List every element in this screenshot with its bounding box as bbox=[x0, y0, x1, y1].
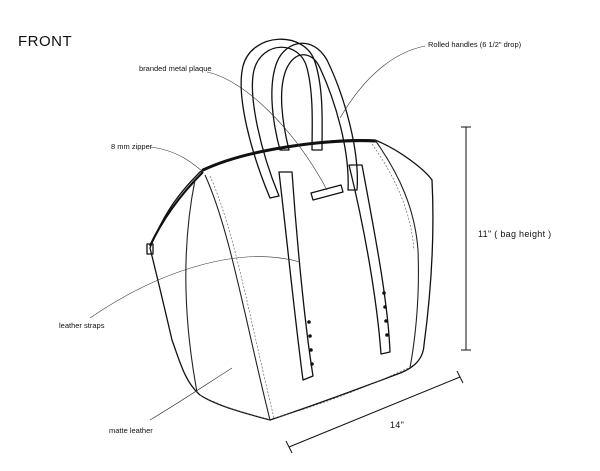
zipper-side bbox=[149, 171, 204, 247]
right-strap bbox=[348, 164, 391, 355]
bottom-seam bbox=[199, 394, 271, 421]
left-strap bbox=[278, 171, 314, 381]
height-dimension: 11" ( bag height ) bbox=[461, 126, 551, 351]
left-side-fold bbox=[185, 179, 198, 393]
strap-hole bbox=[383, 305, 387, 309]
rolled-handles bbox=[240, 38, 359, 199]
bag-main-panel bbox=[149, 139, 434, 421]
strap-hole bbox=[310, 362, 314, 366]
zipper-pull bbox=[146, 243, 154, 255]
callout-matte-leather: matte leather bbox=[109, 426, 153, 435]
height-label: 11" ( bag height ) bbox=[478, 229, 551, 239]
width-dimension: 14" bbox=[285, 370, 464, 454]
strap-hole bbox=[307, 320, 311, 324]
zipper-track bbox=[201, 139, 377, 172]
callout-rolled-handles: Rolled handles (6 1/2" drop) bbox=[428, 40, 522, 49]
callout-metal-plaque: branded metal plaque bbox=[139, 64, 212, 73]
right-gusset-seam bbox=[374, 139, 419, 369]
bag-body bbox=[146, 139, 434, 421]
width-label: 14" bbox=[390, 420, 404, 430]
metal-plaque bbox=[310, 184, 344, 201]
leather-straps bbox=[278, 164, 391, 381]
callout-leather-straps: leather straps bbox=[59, 321, 105, 330]
strap-hole bbox=[384, 319, 388, 323]
leader-lines bbox=[89, 45, 426, 421]
left-gusset-seam bbox=[204, 174, 271, 421]
strap-hole bbox=[309, 348, 313, 352]
callout-zipper: 8 mm zipper bbox=[111, 142, 153, 151]
strap-hole bbox=[308, 334, 312, 338]
strap-hole bbox=[385, 333, 389, 337]
view-title: FRONT bbox=[18, 33, 72, 50]
strap-hole bbox=[382, 291, 386, 295]
